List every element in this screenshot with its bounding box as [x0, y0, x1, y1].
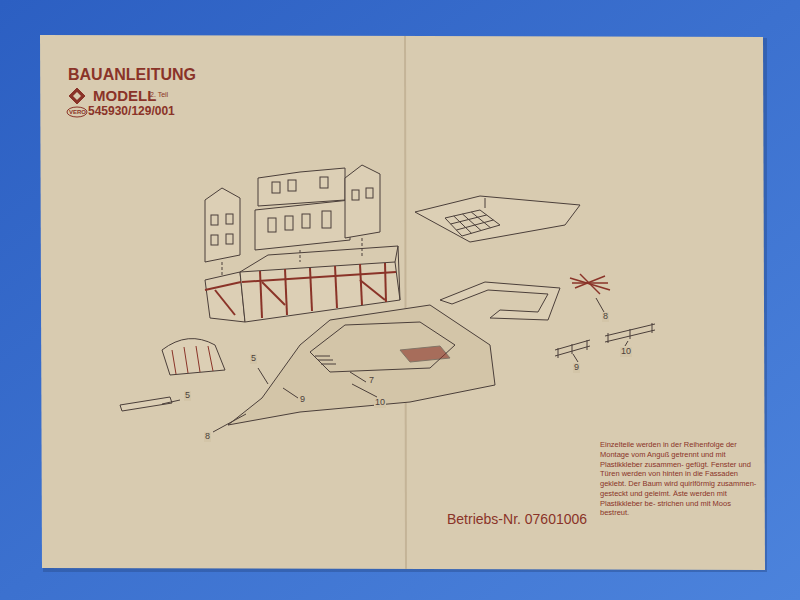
callout-number: 7 [368, 376, 375, 386]
part-note: 2. Teil [150, 91, 168, 99]
article-number: 545930/129/001 [88, 105, 175, 118]
callout-number: 8 [602, 312, 609, 322]
paper-sheet [40, 35, 765, 570]
model-heading: MODELL [93, 88, 156, 105]
callout-number: 8 [204, 432, 211, 442]
company-number: Betriebs-Nr. 07601006 [447, 512, 587, 527]
callout-number: 5 [184, 391, 191, 401]
assembly-note: Einzelteile werden in der Reihenfolge de… [600, 440, 758, 518]
callout-number: 5 [250, 354, 257, 364]
callout-number: 9 [573, 363, 580, 373]
fold-line [405, 36, 406, 569]
callout-number: 9 [299, 395, 306, 405]
callout-number: 10 [374, 398, 386, 408]
logo-text: VERO [69, 109, 86, 116]
callout-number: 10 [620, 347, 632, 357]
vero-logo [67, 88, 87, 117]
exploded-model [120, 165, 655, 432]
sheet-title: BAUANLEITUNG [68, 66, 196, 84]
